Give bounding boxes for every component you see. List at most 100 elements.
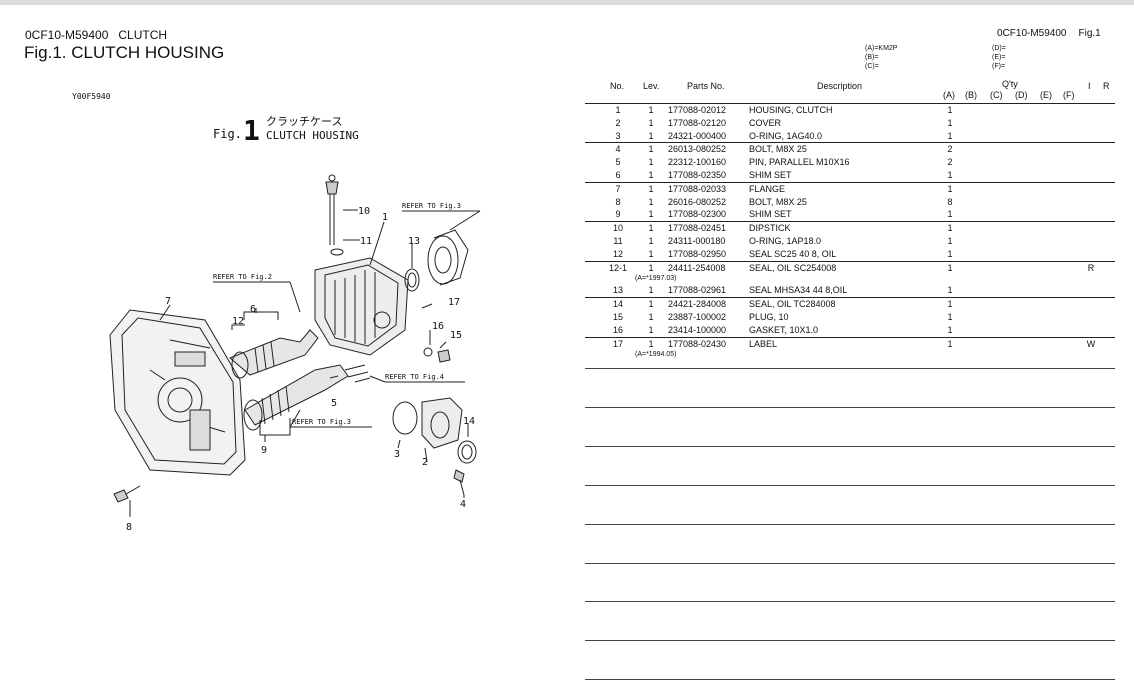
cell-qty-a: 2: [947, 157, 953, 168]
ref-fig2: REFER TO Fig.2: [213, 273, 272, 281]
legend-abc: (A)=KM2P (B)= (C)=: [865, 44, 897, 71]
header-right-fig: Fig.1: [1078, 28, 1101, 39]
cell-part-number: 24311-000180: [668, 235, 726, 246]
callout-13: 13: [408, 236, 420, 247]
cell-lev: 1: [648, 130, 654, 141]
cell-part-number: 177088-02033: [668, 183, 727, 194]
cell-no: 12-1: [608, 262, 627, 273]
drawing-title-jp: クラッチケース: [266, 115, 342, 128]
cell-qty-a: 1: [947, 223, 953, 234]
cell-no: 12: [612, 248, 623, 259]
cell-lev: 1: [648, 196, 654, 207]
callout-8: 8: [126, 522, 132, 533]
exploded-parts-diagram: Y00F5940 Fig. 1 クラッチケース CLUTCH HOUSING: [72, 92, 481, 533]
figure-title: Fig.1. CLUTCH HOUSING: [24, 43, 225, 62]
legend-a: (A)=KM2P: [865, 45, 898, 52]
cell-part-number: 23414-100000: [668, 324, 727, 335]
ruled-line: [585, 407, 1115, 408]
cell-lev: 1: [648, 285, 654, 296]
cell-no: 1: [615, 105, 621, 115]
cell-no: 16: [612, 324, 623, 335]
callout-15: 15: [450, 330, 462, 341]
cell-description: SHIM SET: [749, 169, 792, 180]
cell-part-number: 24421-284008: [668, 299, 727, 310]
cell-no: 13: [612, 285, 623, 296]
row-note-text: (A=*1994.05): [635, 351, 677, 359]
cell-part-number: 24321-000400: [668, 130, 727, 141]
row-note: (A=*1997.03): [585, 274, 1115, 284]
legend-e: (E)=: [992, 54, 1006, 61]
callout-17: 17: [448, 297, 460, 308]
header-col-i: I: [1088, 81, 1091, 91]
legend-def: (D)= (E)= (F)=: [992, 44, 1006, 71]
cell-lev: 1: [648, 324, 654, 335]
cell-no: 4: [615, 144, 621, 155]
cell-description: GASKET, 10X1.0: [749, 324, 819, 335]
cell-qty-a: 1: [947, 105, 953, 115]
cell-lev: 1: [648, 105, 654, 115]
parts-table-header: No. Lev. Parts No. Description Q'ty (A) …: [585, 79, 1115, 104]
cell-lev: 1: [648, 144, 654, 155]
header-no: No.: [610, 81, 625, 91]
drawing-fig-number: 1: [243, 114, 260, 147]
cell-part-number: 177088-02012: [668, 105, 727, 115]
cell-part-number: 177088-02451: [668, 223, 727, 234]
cell-lev: 1: [648, 235, 654, 246]
callout-10: 10: [358, 206, 370, 217]
header-left-name: CLUTCH: [118, 28, 168, 42]
cell-qty-a: 1: [947, 299, 953, 310]
callout-2: 2: [422, 457, 428, 468]
cell-description: SHIM SET: [749, 209, 792, 220]
cell-part-number: 177088-02300: [668, 209, 727, 220]
cell-description: COVER: [749, 117, 782, 128]
cell-no: 9: [615, 209, 621, 220]
header-col-d: (D): [1015, 90, 1028, 100]
header-right-code: 0CF10-M59400: [997, 28, 1067, 39]
ruled-line: [585, 601, 1115, 602]
header-col-a: (A): [943, 90, 955, 100]
header-lev: Lev.: [643, 81, 660, 91]
callout-6: 6: [250, 304, 256, 315]
header-col-f: (F): [1063, 90, 1075, 100]
cell-part-number: 23887-100002: [668, 311, 727, 322]
cell-description: LABEL: [749, 338, 778, 349]
drawing-linework: [109, 174, 481, 517]
row-note-text: (A=*1997.03): [635, 275, 677, 283]
cell-part-number: 26013-080252: [668, 144, 727, 155]
ruled-line: [585, 640, 1115, 641]
cell-qty-a: 1: [947, 235, 953, 246]
callout-7: 7: [165, 296, 171, 307]
ruled-line: [585, 485, 1115, 486]
cell-remark-r: R: [1087, 262, 1095, 273]
cell-qty-a: 1: [947, 324, 953, 335]
cell-qty-a: 1: [947, 117, 953, 128]
cell-lev: 1: [648, 169, 654, 180]
cell-lev: 1: [648, 262, 654, 273]
cell-no: 5: [615, 157, 621, 168]
cell-no: 15: [612, 311, 623, 322]
cell-lev: 1: [648, 117, 654, 128]
header-col-r: R: [1103, 81, 1110, 91]
cell-description: SEAL, OIL SC254008: [749, 262, 837, 273]
parts-table: No. Lev. Parts No. Description Q'ty (A) …: [585, 79, 1115, 360]
cell-no: 7: [615, 183, 621, 194]
cell-qty-a: 2: [947, 144, 953, 155]
cell-no: 11: [613, 235, 623, 246]
cell-lev: 1: [648, 338, 654, 349]
cell-part-number: 177088-02950: [668, 248, 727, 259]
cell-qty-a: 1: [947, 209, 953, 220]
cell-description: PLUG, 10: [749, 311, 789, 322]
header-right: 0CF10-M59400 Fig.1: [997, 28, 1101, 39]
callout-16: 16: [432, 321, 444, 332]
cell-no: 8: [615, 196, 621, 207]
cell-part-number: 22312-100160: [668, 157, 727, 168]
